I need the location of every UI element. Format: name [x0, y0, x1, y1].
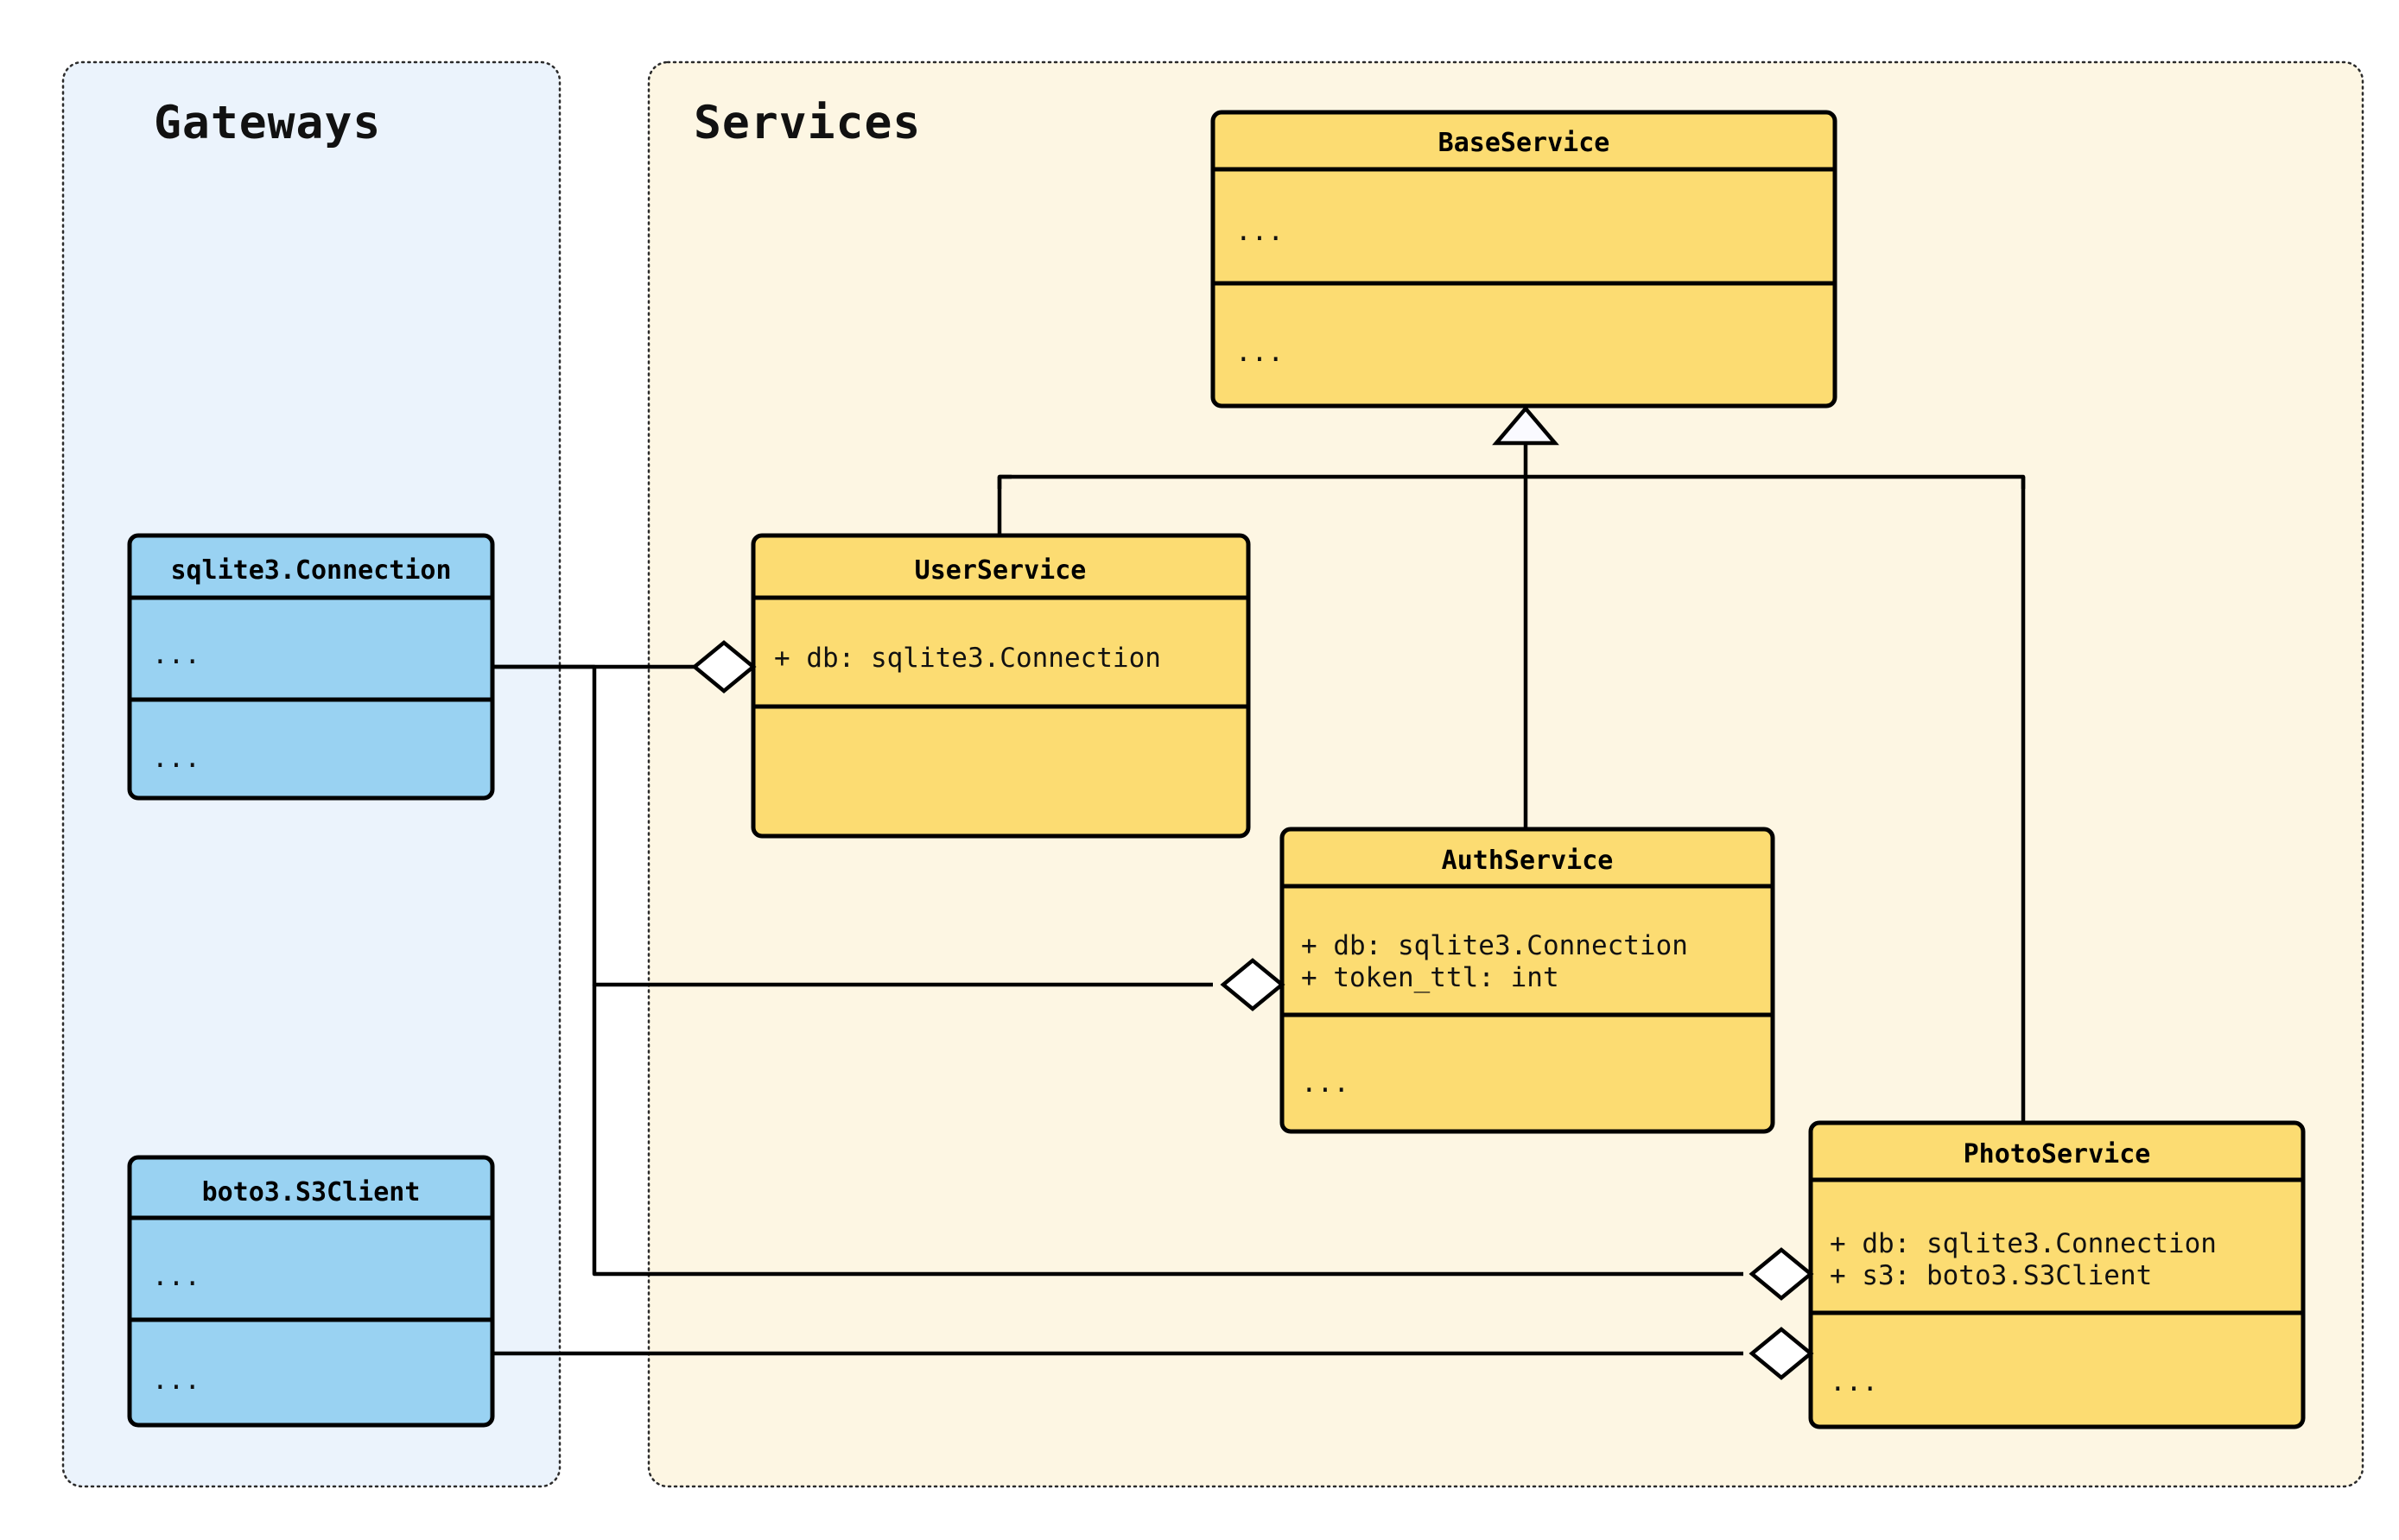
aggregation-diamond-icon-photoservice-s3: [1748, 1327, 1814, 1380]
class-boto3-s3client-name: boto3.S3Client: [202, 1177, 421, 1207]
class-userservice-attr-0: + db: sqlite3.Connection: [774, 643, 1161, 674]
class-photoservice-name: PhotoService: [1964, 1139, 2151, 1169]
class-authservice-attr-0: + db: sqlite3.Connection: [1301, 930, 1688, 961]
class-box-userservice[interactable]: UserService + db: sqlite3.Connection: [751, 533, 1251, 839]
edge-db-to-authservice: [492, 664, 1213, 987]
aggregation-edges-db: [492, 664, 1743, 1277]
class-photoservice-attr-0: + db: sqlite3.Connection: [1830, 1228, 2217, 1259]
class-sqlite3-connection-method-0: ...: [152, 743, 200, 774]
class-box-authservice[interactable]: AuthService + db: sqlite3.Connection + t…: [1279, 827, 1775, 1134]
class-baseservice-attr-0: ...: [1235, 216, 1284, 247]
class-baseservice-method-0: ...: [1235, 337, 1284, 368]
aggregation-diamond-markers: [691, 640, 1814, 1380]
inheritance-triangle-icon: [1492, 405, 1559, 446]
class-authservice-method-0: ...: [1301, 1068, 1349, 1099]
class-box-boto3-s3client[interactable]: boto3.S3Client ... ...: [127, 1155, 495, 1428]
aggregation-diamond-icon-photoservice-db: [1748, 1247, 1814, 1301]
class-userservice-frame[interactable]: [751, 533, 1251, 839]
class-sqlite3-connection-name: sqlite3.Connection: [170, 555, 451, 586]
package-gateways-title: Gateways: [154, 97, 381, 149]
class-photoservice-attr-1: + s3: boto3.S3Client: [1830, 1260, 2152, 1291]
class-sqlite3-connection-frame[interactable]: [127, 533, 495, 801]
edge-db-to-photoservice: [592, 985, 1743, 1277]
class-box-baseservice[interactable]: BaseService ... ...: [1210, 110, 1837, 409]
aggregation-diamond-icon-userservice: [691, 640, 757, 694]
class-photoservice-method-0: ...: [1830, 1366, 1878, 1397]
class-userservice-name: UserService: [915, 555, 1087, 586]
aggregation-diamond-icon-authservice: [1220, 958, 1285, 1011]
class-authservice-frame[interactable]: [1279, 827, 1775, 1134]
class-sqlite3-connection-attr-0: ...: [152, 639, 200, 670]
package-services-title: Services: [694, 97, 921, 149]
class-baseservice-frame[interactable]: [1210, 110, 1837, 409]
class-box-photoservice[interactable]: PhotoService + db: sqlite3.Connection + …: [1808, 1120, 2306, 1429]
class-boto3-s3client-method-0: ...: [152, 1365, 200, 1396]
class-authservice-name: AuthService: [1442, 846, 1614, 876]
class-boto3-s3client-frame[interactable]: [127, 1155, 495, 1428]
class-boto3-s3client-attr-0: ...: [152, 1261, 200, 1292]
class-baseservice-name: BaseService: [1438, 128, 1610, 158]
inheritance-edges: [997, 405, 2026, 1123]
class-box-sqlite3-connection[interactable]: sqlite3.Connection ... ...: [127, 533, 495, 801]
class-authservice-attr-1: + token_ttl: int: [1301, 962, 1559, 993]
